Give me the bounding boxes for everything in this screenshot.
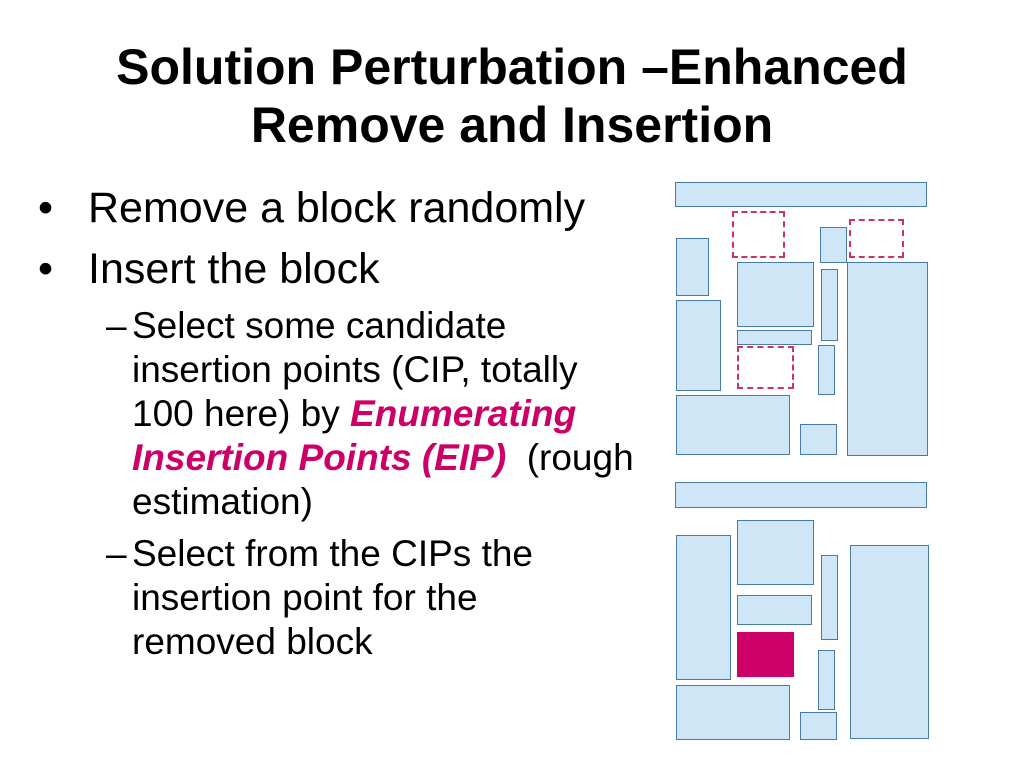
layout-block-rect bbox=[818, 650, 835, 710]
layout-block-rect bbox=[676, 238, 709, 296]
accent-text: Enumerating Insertion Points (EIP) bbox=[132, 393, 587, 478]
bullet-item-insert: • Insert the block bbox=[38, 243, 666, 296]
plain-text: Select some candidate insertion points (… bbox=[132, 305, 588, 434]
sub-bullet-item-select: – Select from the CIPs the insertion poi… bbox=[106, 532, 666, 664]
layout-block-rect bbox=[737, 520, 814, 585]
layout-block-rect bbox=[818, 345, 835, 395]
layout-block-rect bbox=[737, 595, 812, 625]
sub-bullet-item-cip: – Select some candidate insertion points… bbox=[106, 304, 666, 524]
layout-block-rect bbox=[676, 300, 721, 391]
layout-block-rect bbox=[737, 262, 814, 327]
title-line-1: Solution Perturbation –Enhanced bbox=[116, 39, 908, 95]
title-line-2: Remove and Insertion bbox=[250, 97, 774, 153]
layout-block-rect bbox=[821, 555, 838, 640]
bullet-item-remove: • Remove a block randomly bbox=[38, 182, 666, 235]
plain-text: (rough estimation) bbox=[132, 437, 644, 522]
layout-block-rect bbox=[676, 395, 790, 455]
bullet-text: Remove a block randomly bbox=[88, 184, 586, 232]
candidate-insertion-point-rect bbox=[737, 346, 794, 389]
layout-block-rect bbox=[800, 712, 837, 740]
layout-block-rect bbox=[675, 482, 927, 508]
layout-block-rect bbox=[850, 545, 929, 739]
sub-bullet-marker: – bbox=[106, 533, 127, 574]
sub-bullet-text: Select from the CIPs the insertion point… bbox=[132, 532, 602, 664]
layout-block-rect bbox=[737, 330, 812, 345]
plain-text: Select from the CIPs the insertion point… bbox=[132, 533, 544, 662]
bullet-list: • Remove a block randomly • Insert the b… bbox=[38, 182, 666, 664]
layout-block-rect bbox=[820, 227, 847, 263]
slide-title: Solution Perturbation –Enhanced Remove a… bbox=[0, 38, 1024, 154]
layout-block-rect bbox=[800, 424, 837, 455]
candidate-insertion-point-rect bbox=[849, 219, 904, 258]
bullet-marker: • bbox=[38, 245, 54, 293]
sub-bullet-text: Select some candidate insertion points (… bbox=[132, 304, 638, 524]
inserted-block-rect bbox=[737, 632, 794, 677]
layout-block-rect bbox=[675, 182, 927, 207]
candidate-insertion-point-rect bbox=[732, 211, 785, 258]
layout-block-rect bbox=[676, 685, 790, 740]
layout-block-rect bbox=[676, 535, 731, 680]
bullet-text: Insert the block bbox=[88, 245, 380, 293]
floorplan-diagram-before bbox=[675, 181, 930, 459]
sub-bullet-marker: – bbox=[106, 305, 127, 346]
layout-block-rect bbox=[821, 269, 838, 341]
bullet-marker: • bbox=[38, 184, 54, 232]
floorplan-diagram-after bbox=[675, 481, 930, 740]
layout-block-rect bbox=[847, 262, 928, 456]
